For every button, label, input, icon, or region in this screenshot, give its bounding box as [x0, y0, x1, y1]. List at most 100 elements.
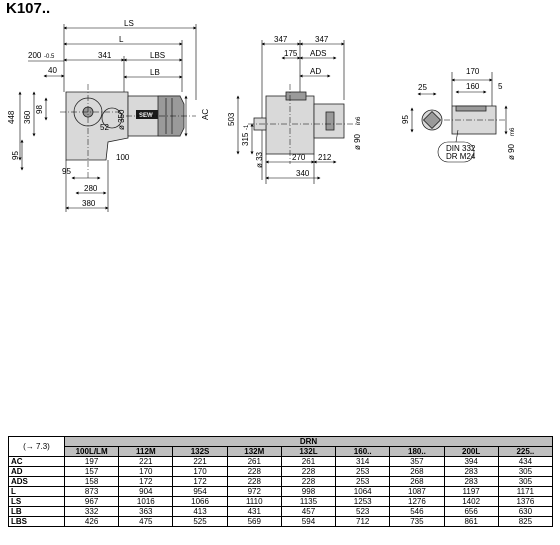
table-cell: 283 — [443, 466, 499, 477]
table-cell: 228 — [280, 466, 337, 477]
dim-phi90: ø 90 — [353, 133, 362, 150]
table-cell: 1016 — [118, 496, 174, 507]
table-cell: 314 — [335, 456, 391, 467]
dim-52: 52 — [100, 123, 109, 132]
table-cell: 228 — [280, 476, 337, 487]
table-cell: 253 — [335, 466, 391, 477]
dim-175: 175 — [284, 49, 298, 58]
table-cell: 283 — [443, 476, 499, 487]
dim-phi90-tolerance: m6 — [356, 116, 362, 125]
table-cell: 261 — [226, 456, 282, 467]
table-cell: 158 — [63, 476, 120, 487]
table-cell: 426 — [63, 516, 120, 527]
dimension-table: (→ 7.3) DRN 100L/LM 112M 132S 132M 132L … — [8, 436, 554, 527]
table-cell: 1376 — [497, 496, 554, 507]
dim-phi90-shaft-tolerance: m6 — [510, 127, 516, 136]
table-cell: 157 — [63, 466, 120, 477]
dim-200: 200 — [28, 51, 42, 60]
table-cell: 656 — [443, 506, 499, 517]
table-cell: 170 — [118, 466, 174, 477]
table-cell: 357 — [389, 456, 445, 467]
dim-5: 5 — [498, 82, 503, 91]
table-cell: 1064 — [335, 486, 391, 497]
model-title: K107.. — [6, 0, 51, 17]
dim-200-tolerance: -0.5 — [44, 54, 55, 60]
dim-95: 95 — [401, 115, 410, 124]
row-label: LBS — [8, 516, 65, 527]
dim-170: 170 — [466, 67, 480, 76]
dim-360: 360 — [23, 110, 32, 124]
table-cell: 630 — [497, 506, 554, 517]
table-cell: 228 — [226, 476, 282, 487]
table-cell: 363 — [118, 506, 174, 517]
table-reference: (→ 7.3) — [8, 436, 65, 457]
table-cell: 1402 — [443, 496, 499, 507]
dim-ac: AC — [201, 109, 210, 120]
dim-lb: LB — [150, 68, 160, 77]
table-cell: 305 — [497, 466, 554, 477]
table-cell: 253 — [335, 476, 391, 487]
table-cell: 998 — [280, 486, 337, 497]
table-cell: 475 — [118, 516, 174, 527]
dim-40: 40 — [48, 66, 57, 75]
brand-label: SEW — [139, 113, 153, 119]
table-cell: 305 — [497, 476, 554, 487]
table-cell: 1253 — [335, 496, 391, 507]
column-header: 132L — [280, 446, 337, 457]
dim-l: L — [119, 35, 124, 44]
row-label: ADS — [8, 476, 65, 487]
row-label: LB — [8, 506, 65, 517]
table-cell: 525 — [172, 516, 228, 527]
table-cell: 268 — [389, 466, 445, 477]
dim-315-tolerance: -1 — [244, 124, 250, 130]
dim-212: 212 — [318, 153, 332, 162]
side-view: 347 347 175 ADS AD 503 315 -1 ø 33 ø 90 … — [227, 35, 362, 184]
dim-100: 100 — [116, 153, 130, 162]
dim-448: 448 — [7, 110, 16, 124]
technical-drawing: LS L 341 LBS LB 200 -0.5 40 SEW — [7, 19, 516, 212]
table-cell: 172 — [172, 476, 228, 487]
dim-160: 160 — [466, 82, 480, 91]
table-cell: 394 — [443, 456, 499, 467]
table-cell: 172 — [118, 476, 174, 487]
row-label: LS — [8, 496, 65, 507]
dim-ad: AD — [310, 67, 321, 76]
dim-380: 380 — [82, 199, 96, 208]
dim-347-left: 347 — [274, 35, 288, 44]
dim-lbs: LBS — [150, 51, 165, 60]
table-cell: 712 — [335, 516, 391, 527]
table-cell: 261 — [280, 456, 337, 467]
table-cell: 221 — [172, 456, 228, 467]
table-cell: 967 — [63, 496, 120, 507]
keyway — [455, 105, 487, 112]
column-header: 132S — [172, 446, 228, 457]
dim-503: 503 — [227, 112, 236, 126]
table-cell: 413 — [172, 506, 228, 517]
column-header: 200L — [443, 446, 499, 457]
shaft-detail: 170 160 5 25 95 ø 90 m6 DIN 332 DR M24 — [401, 67, 516, 163]
table-cell: 594 — [280, 516, 337, 527]
table-cell: 332 — [63, 506, 120, 517]
table-cell: 1066 — [172, 496, 228, 507]
column-header: 132M — [226, 446, 282, 457]
table-cell: 434 — [497, 456, 554, 467]
dim-95-horizontal: 95 — [62, 167, 71, 176]
column-header: 112M — [118, 446, 174, 457]
column-header: 225.. — [497, 446, 554, 457]
column-header: 100L/LM — [63, 446, 120, 457]
column-header: 180.. — [389, 446, 445, 457]
dim-270: 270 — [292, 153, 306, 162]
row-label: AD — [8, 466, 65, 477]
table-column-header-row: 100L/LM 112M 132S 132M 132L 160.. 180.. … — [9, 446, 554, 457]
table-cell: 904 — [118, 486, 174, 497]
table-cell: 268 — [389, 476, 445, 487]
front-view: LS L 341 LBS LB 200 -0.5 40 SEW — [7, 19, 210, 212]
dim-98: 98 — [35, 105, 44, 114]
table-cell: 221 — [118, 456, 174, 467]
table-cell: 170 — [172, 466, 228, 477]
